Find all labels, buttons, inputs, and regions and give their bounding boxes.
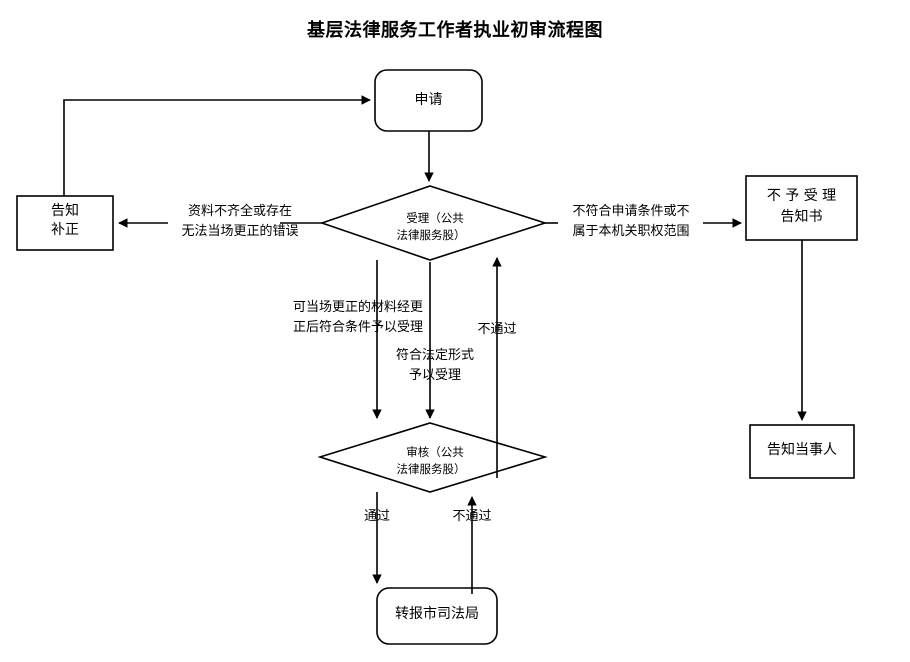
node-inform-party[interactable] <box>750 425 854 478</box>
edge-correction-to-apply <box>63 95 371 196</box>
node-notify-correction-shape <box>16 195 114 251</box>
node-review-shape <box>317 422 548 493</box>
node-review[interactable] <box>320 423 545 492</box>
node-apply[interactable] <box>375 70 482 131</box>
node-inform-party-shape <box>749 424 855 479</box>
node-accept-shape <box>319 185 548 261</box>
node-forward-bureau[interactable] <box>377 588 497 644</box>
node-reject-notice[interactable] <box>746 176 857 240</box>
node-forward-bureau-shape <box>376 587 498 645</box>
node-notify-correction[interactable] <box>17 196 113 250</box>
node-accept[interactable] <box>322 186 545 260</box>
